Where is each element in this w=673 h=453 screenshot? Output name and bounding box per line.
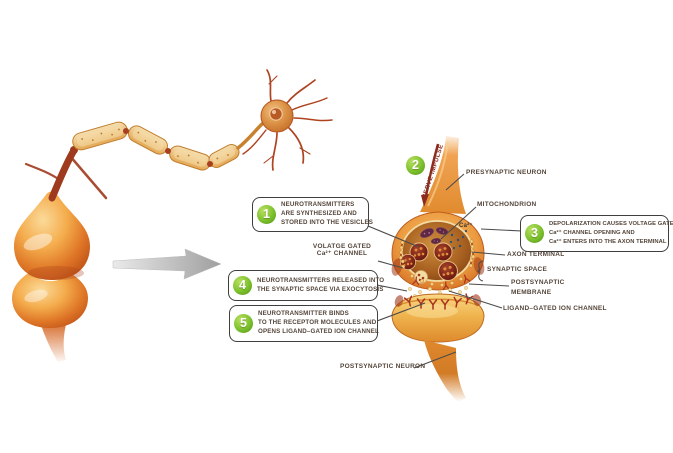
- voltage-gated-channel-label: VOLATGE GATED Ca²⁺ CHANNEL: [312, 243, 372, 257]
- step-1-line-1: NEUROTRANSMITTERS: [281, 201, 355, 209]
- pointer-lines: [367, 173, 523, 369]
- step-4-callout: 4 NEUROTRANSMITTERS RELEASED INTO THE SY…: [228, 270, 384, 301]
- step-5-callout: 5 NEUROTRANSMITTER BINDS TO THE RECEPTOR…: [229, 305, 379, 342]
- synaptic-space-brace: [477, 260, 484, 282]
- step-3-callout: 3 DEPOLARIZATION CAUSES VOLTAGE GATED Ca…: [520, 215, 673, 252]
- presynaptic-axon: [420, 136, 466, 214]
- postsynaptic-neuron-tail: [424, 340, 466, 402]
- step-4-badge: 4: [233, 276, 252, 295]
- step-5-line-1: NEUROTRANSMITTER BINDS: [258, 310, 349, 318]
- left-upper-bulb: [14, 191, 90, 280]
- step-1-line-2: ARE SYNTHESIZED AND: [281, 210, 357, 218]
- step-3-line-2: Ca²⁺ CHANNEL OPENING AND: [549, 230, 635, 237]
- axon-hillock-fork: [24, 148, 108, 202]
- dendrites: [242, 69, 333, 171]
- left-lower-bulb: [12, 272, 88, 328]
- step-3-badge: 3: [525, 224, 544, 243]
- ligand-gated-ion-channel-label: LIGAND–GATED ION CHANNEL: [503, 305, 607, 312]
- myelin-sheath: [72, 121, 240, 171]
- step-5-line-3: OPENS LIGAND–GATED ION CHANNEL: [258, 327, 379, 335]
- step-4-line-2: THE SYNAPTIC SPACE VIA EXOCYTOSIS: [257, 285, 384, 293]
- calcium-ions: [449, 229, 468, 250]
- step-3-line-1: DEPOLARIZATION CAUSES VOLTAGE GATED: [549, 221, 673, 228]
- right-synapse-illustration: [391, 136, 485, 402]
- left-synapse-tail: [40, 322, 66, 362]
- step-5-badge: 5: [234, 314, 253, 333]
- calcium-ion-label: Ca²⁺: [459, 223, 473, 229]
- transition-arrow: [112, 248, 222, 280]
- step-5-line-2: TO THE RECEPTOR MOLECULES AND: [258, 319, 377, 327]
- nerve-impulse-arrow: [421, 143, 440, 207]
- docked-vesicle-row: [410, 273, 471, 291]
- step-1-line-3: STORED INTO THE VESICLES: [281, 218, 374, 226]
- step-1-badge: 1: [257, 205, 276, 224]
- postsynaptic-bulb: [391, 293, 485, 343]
- postsynaptic-membrane-label-1: POSTSYNAPTIC: [511, 279, 565, 286]
- synaptic-space-label: SYNAPTIC SPACE: [487, 266, 548, 273]
- mitochondrion-label: MITOCHONDRION: [477, 201, 537, 208]
- postsynaptic-neuron-label: POSTSYNAPTIC NEURON: [340, 363, 426, 370]
- left-neuron-illustration: [12, 69, 333, 362]
- step-2-badge: 2: [406, 156, 425, 175]
- axon-link: [236, 122, 264, 150]
- axon-terminal-label: AXON TERMINAL: [507, 251, 565, 258]
- fusing-vesicle: [414, 270, 428, 284]
- step-4-line-1: NEUROTRANSMITTERS RELEASED INTO: [257, 276, 385, 284]
- presynaptic-neuron-label: PRESYNAPTIC NEURON: [466, 169, 547, 176]
- step-3-line-3: Ca²⁺ ENTERS INTO THE AXON TERMINAL: [549, 238, 667, 245]
- neuron-soma: [260, 99, 294, 133]
- step-1-callout: 1 NEUROTRANSMITTERS ARE SYNTHESIZED AND …: [252, 197, 373, 232]
- postsynaptic-membrane-label-2: MEMBRANE: [511, 289, 552, 296]
